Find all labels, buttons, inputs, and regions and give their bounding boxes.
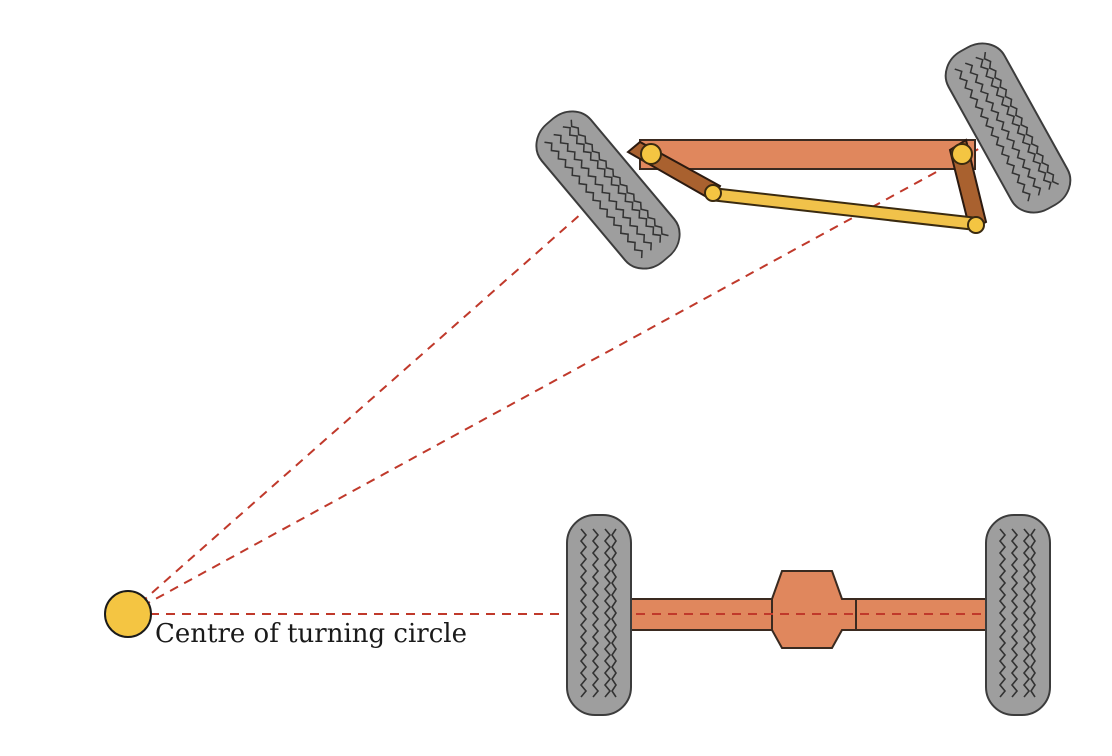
rear-right-wheel [985,514,1051,716]
tie-rod [708,186,980,232]
guide-line-front-left-wheel [127,189,609,615]
front-axle-beam [639,139,976,170]
front-axle [626,138,988,234]
right-tie-rod-joint [967,216,985,234]
rear-axle [599,570,1021,649]
turning-centre-label: Centre of turning circle [155,619,467,649]
right-kingpin [951,143,973,165]
differential-housing [771,570,857,649]
left-tie-rod-joint [704,184,722,202]
rear-left-wheel [566,514,632,716]
front-right-wheel [935,32,1081,224]
front-left-wheel [524,99,692,281]
turning-centre-point [104,590,152,638]
left-kingpin [640,143,662,165]
